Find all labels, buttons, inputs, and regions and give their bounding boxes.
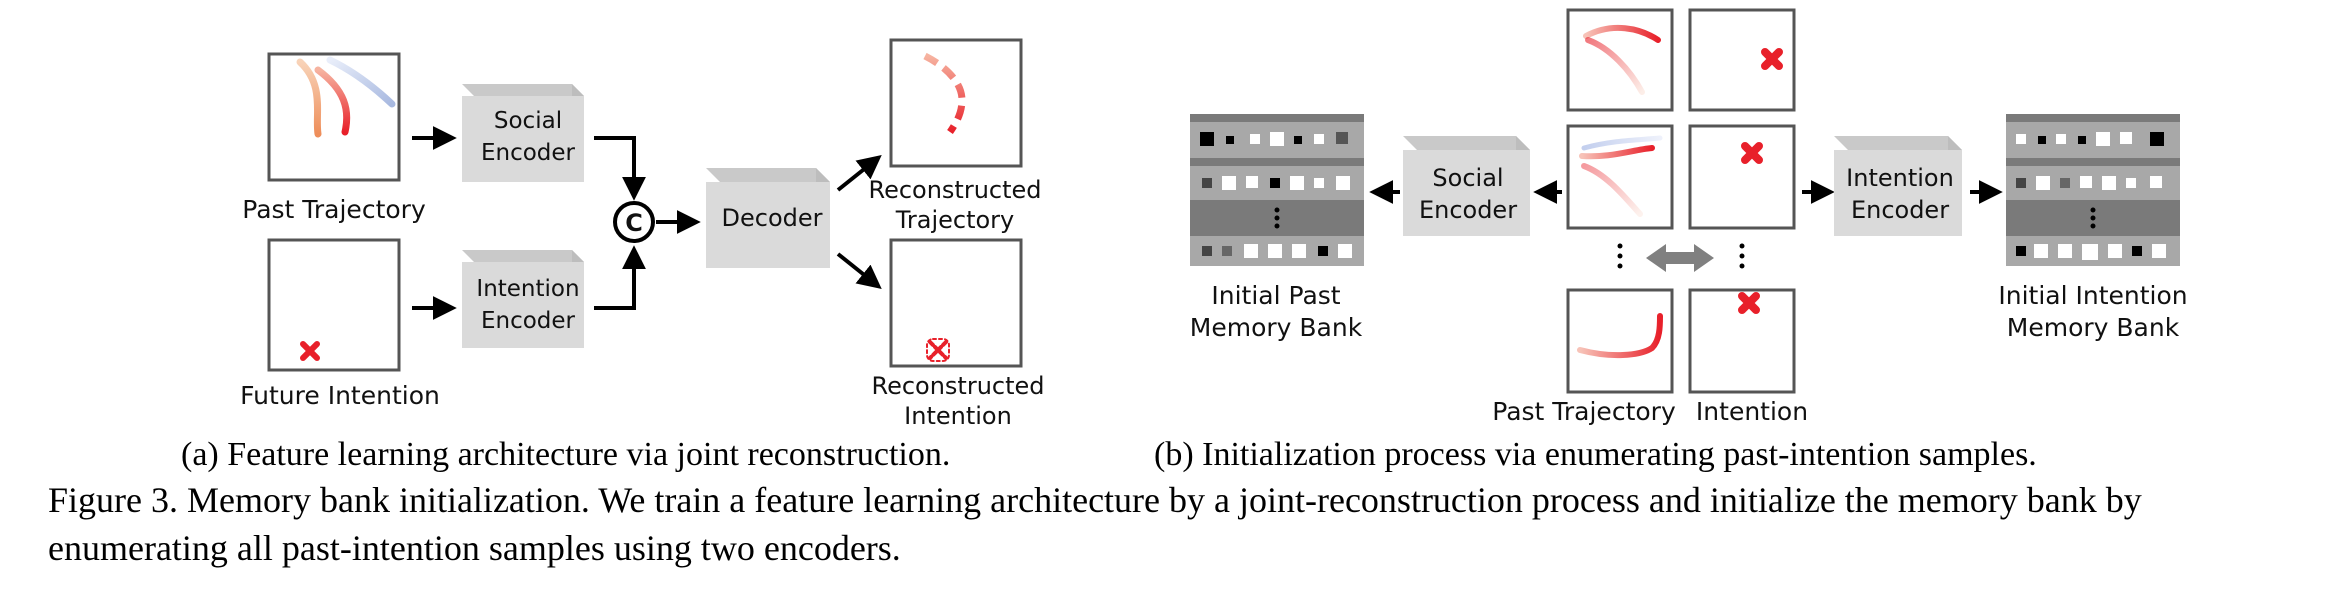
past-trajectory-ellipsis bbox=[1617, 243, 1623, 269]
decoder-block: Decoder bbox=[706, 168, 830, 268]
intention-bank-label-2: Memory Bank bbox=[2007, 313, 2180, 342]
reconstructed-trajectory-label-1: Reconstructed bbox=[868, 176, 1041, 204]
past-bank-label-1: Initial Past bbox=[1211, 281, 1340, 310]
past-trajectory-column-label: Past Trajectory bbox=[1492, 397, 1676, 426]
intention-ellipsis bbox=[1739, 243, 1745, 269]
red-x-icon bbox=[1738, 292, 1760, 314]
reconstructed-intention-plot bbox=[889, 238, 1023, 368]
intention-sample-1 bbox=[1688, 8, 1796, 112]
red-x-icon bbox=[1761, 48, 1783, 70]
social-encoder-block-b: Social Encoder bbox=[1403, 136, 1530, 236]
past-trajectory-plot bbox=[267, 52, 401, 182]
intention-encoder-block-b: Intention Encoder bbox=[1834, 136, 1962, 236]
svg-text:Social: Social bbox=[494, 108, 562, 134]
past-bank-label-2: Memory Bank bbox=[1190, 313, 1363, 342]
reconstructed-trajectory-plot bbox=[889, 38, 1023, 168]
subcaption-a: (a) Feature learning architecture via jo… bbox=[181, 436, 951, 473]
concat-symbol: C bbox=[613, 201, 655, 243]
past-trajectory-label: Past Trajectory bbox=[242, 195, 426, 224]
subcaption-b: (b) Initialization process via enumerati… bbox=[1154, 436, 2037, 473]
reconstructed-intention-label-2: Intention bbox=[904, 402, 1012, 430]
reconstructed-intention-label-1: Reconstructed bbox=[871, 372, 1044, 400]
red-x-icon bbox=[1741, 142, 1763, 164]
future-intention-label: Future Intention bbox=[240, 381, 440, 410]
svg-text:Intention: Intention bbox=[1846, 164, 1954, 192]
intention-column-label: Intention bbox=[1696, 397, 1808, 426]
svg-text:Encoder: Encoder bbox=[481, 140, 576, 166]
intention-bank-label-1: Initial Intention bbox=[1998, 281, 2187, 310]
red-x-icon bbox=[300, 341, 320, 361]
figure-caption: Figure 3. Memory bank initialization. We… bbox=[48, 480, 2142, 568]
svg-text:Encoder: Encoder bbox=[481, 308, 576, 334]
double-arrow-icon bbox=[1646, 244, 1714, 272]
svg-text:Decoder: Decoder bbox=[722, 204, 823, 232]
past-trajectory-sample-1 bbox=[1566, 8, 1674, 112]
past-memory-bank bbox=[1190, 114, 1364, 266]
svg-text:Social: Social bbox=[1432, 164, 1503, 192]
future-intention-plot bbox=[267, 238, 401, 372]
social-encoder-block-a: Social Encoder bbox=[462, 84, 584, 182]
svg-text:Encoder: Encoder bbox=[1419, 196, 1517, 224]
intention-encoder-block-a: Intention Encoder bbox=[462, 250, 584, 348]
past-trajectory-sample-3 bbox=[1566, 288, 1674, 394]
intention-sample-3 bbox=[1688, 288, 1796, 394]
intention-memory-bank bbox=[2006, 114, 2180, 266]
reconstructed-trajectory-label-2: Trajectory bbox=[895, 206, 1015, 234]
svg-text:C: C bbox=[625, 209, 643, 237]
svg-text:Encoder: Encoder bbox=[1851, 196, 1949, 224]
dashed-x-icon bbox=[926, 338, 950, 362]
svg-text:Intention: Intention bbox=[476, 276, 579, 302]
intention-sample-2 bbox=[1688, 124, 1796, 230]
past-trajectory-sample-2 bbox=[1566, 124, 1674, 230]
